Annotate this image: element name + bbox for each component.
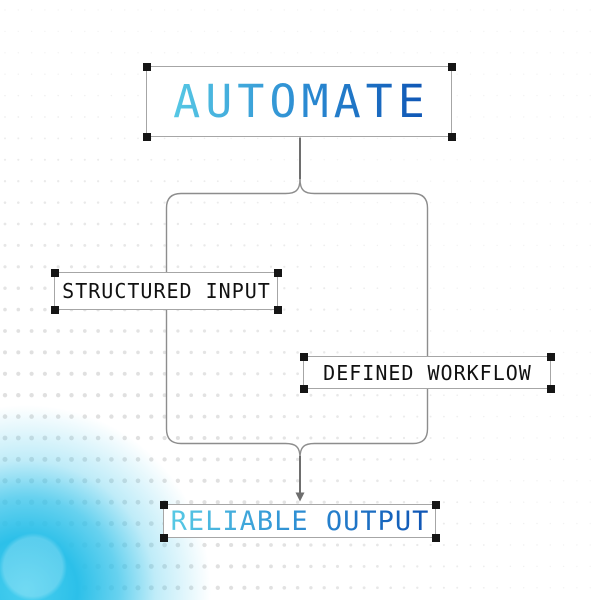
selection-handle[interactable] (142, 132, 151, 141)
selection-handle[interactable] (299, 352, 308, 361)
selection-handle[interactable] (273, 268, 282, 277)
selection-handle[interactable] (447, 132, 456, 141)
connector-branch-right (299, 178, 429, 459)
selection-handle[interactable] (159, 500, 168, 509)
node-defined-workflow[interactable]: DEFINED WORKFLOW (299, 352, 555, 393)
selection-handle[interactable] (447, 62, 456, 71)
node-structured-input[interactable]: STRUCTURED INPUT (50, 268, 282, 314)
selection-handle[interactable] (50, 305, 59, 314)
selection-handle[interactable] (159, 533, 168, 542)
selection-handle[interactable] (299, 384, 308, 393)
selection-handle[interactable] (546, 384, 555, 393)
node-defined-workflow-label: DEFINED WORKFLOW (323, 360, 532, 385)
node-reliable-output-label: RELIABLE OUTPUT (170, 505, 430, 537)
selection-handle[interactable] (50, 268, 59, 277)
selection-handle[interactable] (431, 533, 440, 542)
node-structured-input-label: STRUCTURED INPUT (62, 279, 271, 303)
arrowhead-icon (295, 492, 305, 502)
node-reliable-output[interactable]: RELIABLE OUTPUT (159, 500, 440, 542)
selection-handle[interactable] (546, 352, 555, 361)
node-automate[interactable]: AUTOMATE (142, 62, 456, 141)
selection-handle[interactable] (431, 500, 440, 509)
selection-handle[interactable] (142, 62, 151, 71)
node-automate-label: AUTOMATE (168, 79, 430, 124)
connector-branch-left (165, 178, 301, 459)
selection-handle[interactable] (273, 305, 282, 314)
